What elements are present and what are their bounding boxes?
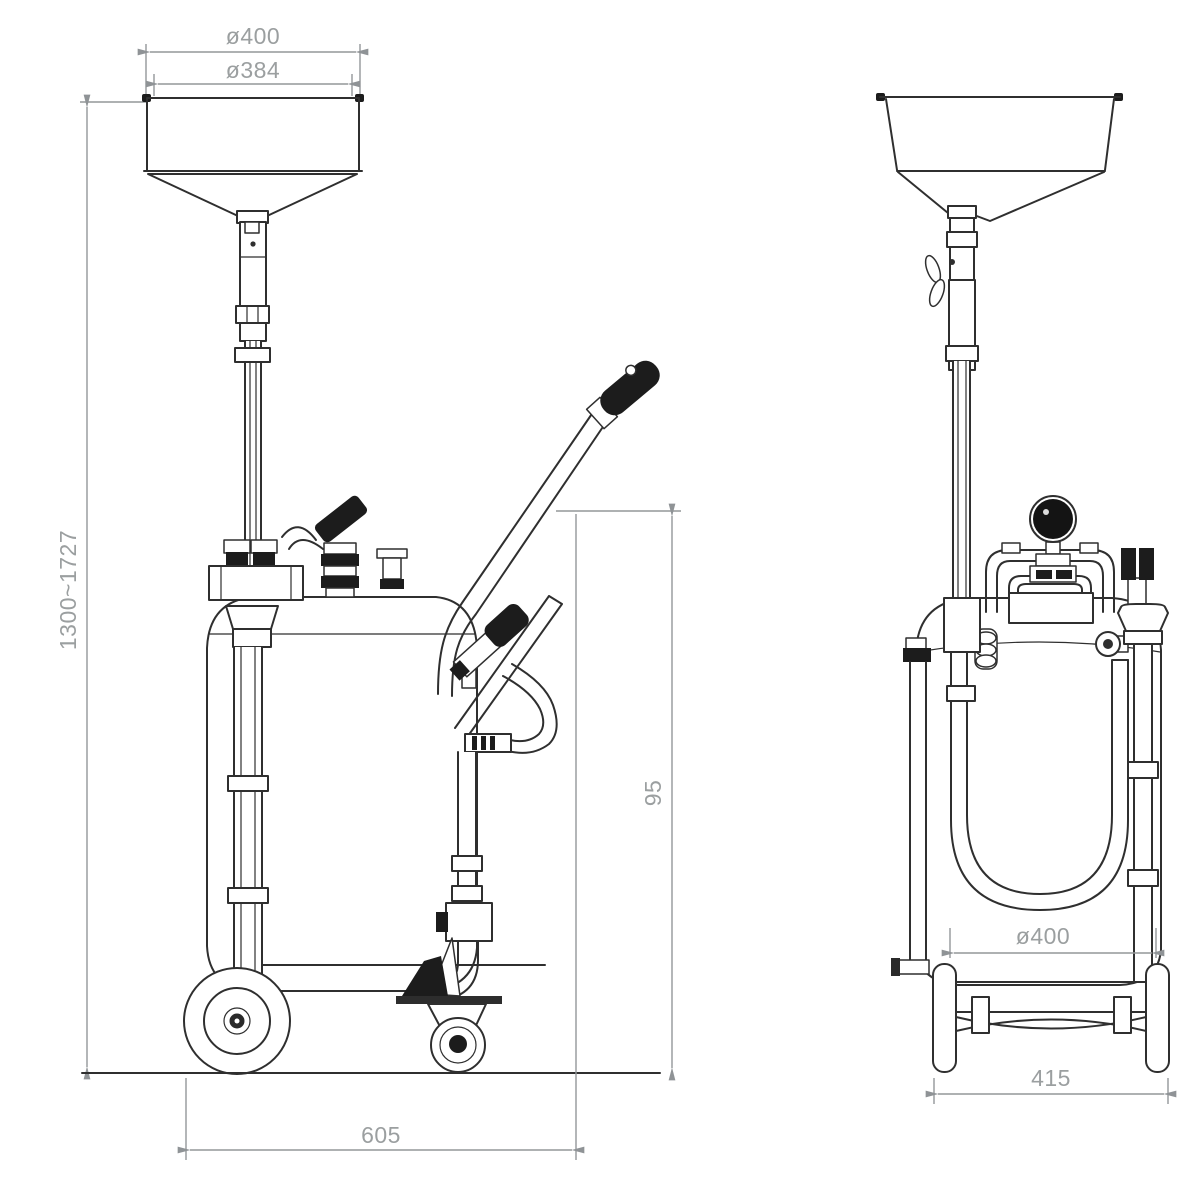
axle-bracket	[1113, 996, 1132, 1034]
dim-tank-diameter: ø400	[941, 923, 1165, 958]
hose-coupler	[464, 733, 512, 753]
hose-valve	[445, 902, 493, 942]
valve-lever	[314, 495, 368, 543]
axle-bracket	[971, 996, 990, 1034]
overall-height-label: 1300~1727	[55, 530, 81, 650]
gun-holder	[1117, 548, 1169, 645]
tank-diameter-label: ø400	[1016, 923, 1070, 949]
pressure-gauge	[1029, 495, 1077, 583]
funnel-front	[876, 93, 1123, 222]
dim-track-width: 415	[925, 1065, 1177, 1104]
main-wheel	[183, 967, 291, 1075]
telescopic-pipe	[234, 221, 271, 569]
right-wheel	[1145, 963, 1170, 1073]
funnel-inner-diameter-label: ø384	[226, 57, 280, 83]
funnel	[142, 94, 364, 224]
funnel-outer-diameter-label: ø400	[226, 23, 280, 49]
handle-grip	[600, 360, 660, 416]
suction-gun	[449, 603, 529, 681]
name-plate	[1008, 592, 1094, 624]
front-view: ø400 415	[876, 93, 1177, 1104]
support-post	[225, 605, 279, 1006]
side-view: ø400 ø384 1300~1727	[55, 23, 681, 1160]
left-leg	[891, 637, 931, 976]
push-handle	[437, 360, 660, 697]
funnel-pipe	[924, 217, 979, 601]
wheels-front	[932, 963, 1170, 1073]
left-wheel	[932, 963, 957, 1073]
dim-overall-height: 1300~1727	[55, 94, 148, 1080]
dim-handle-height: 95	[556, 503, 681, 1081]
tank-top-fittings	[208, 495, 408, 601]
vent-valve	[376, 548, 408, 559]
dim-base-length: 605	[177, 514, 585, 1160]
base-length-label: 605	[361, 1122, 401, 1148]
track-width-label: 415	[1031, 1065, 1071, 1091]
u-hose	[943, 597, 1129, 911]
drip-tray	[208, 565, 304, 601]
caster-wheel	[396, 937, 502, 1073]
caster-plate	[396, 996, 502, 1004]
drain-hose	[431, 663, 558, 1001]
handle-height-label: 95	[640, 780, 666, 807]
dim-funnel-inner-diameter: ø384	[145, 57, 361, 96]
wing-nut	[924, 254, 946, 308]
tank-front	[891, 495, 1169, 986]
right-rail	[1127, 644, 1159, 983]
